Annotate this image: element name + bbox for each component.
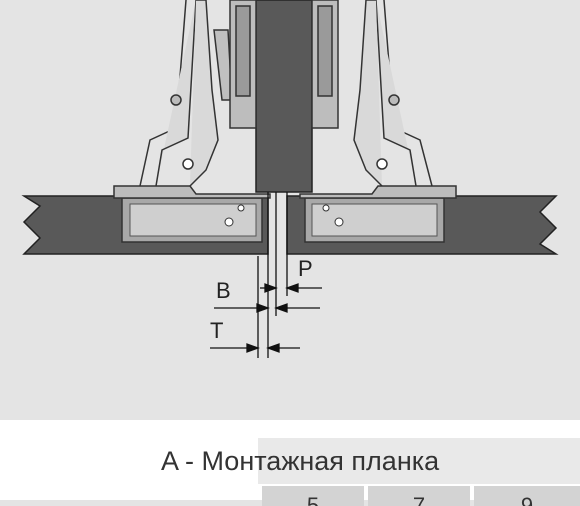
hinge-cup-left — [121, 197, 263, 243]
gap-lines — [267, 192, 288, 256]
table-header-label: A - Монтажная планка — [161, 446, 440, 476]
label-b: B — [216, 278, 231, 303]
hinge-arm-left — [139, 0, 233, 187]
hinge-cup-right — [304, 197, 445, 243]
table-col-7: 7 — [368, 486, 470, 506]
hinge-block — [229, 0, 339, 129]
dimension-t — [210, 343, 300, 353]
dimension-b — [214, 303, 320, 313]
table-col-5: 5 — [262, 486, 364, 506]
label-t: T — [210, 318, 223, 343]
dimension-p — [260, 283, 322, 293]
vertical-panel — [255, 0, 313, 193]
cabinet-panels — [21, 195, 559, 255]
table-col-9: 9 — [474, 486, 580, 506]
label-p: P — [298, 256, 313, 281]
table-header: A - Монтажная планка — [161, 438, 580, 484]
